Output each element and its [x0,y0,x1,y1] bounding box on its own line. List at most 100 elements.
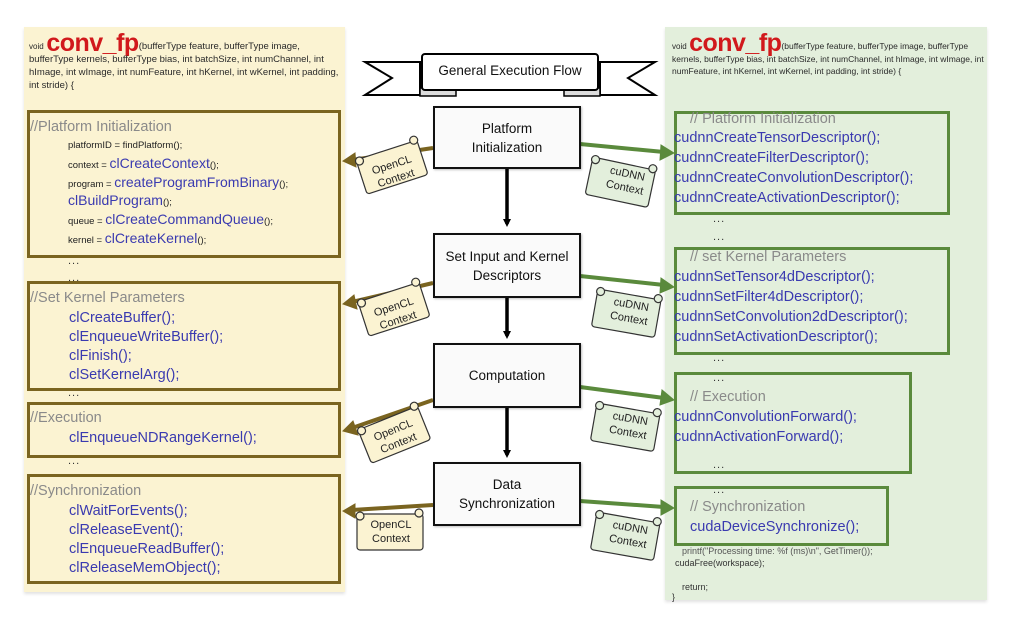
opencl-context-label: OpenCL Context [363,150,425,194]
ellipsis: ... [68,455,81,467]
code-text: (); [279,179,289,190]
cudnn-context-label: cuDNN Context [599,407,659,444]
api-call: cudnnSetFilter4dDescriptor(); [674,289,864,305]
step-label: Synchronization [458,496,556,511]
api-call: clReleaseMemObject(); [69,560,221,576]
api-call: cudnnSetActivationDescriptor(); [674,329,878,345]
code-text: (); [197,235,207,246]
api-call: cudnnActivationForward(); [674,429,844,445]
step-computation: Computation [433,343,581,408]
opencl-arrow [351,503,434,512]
banner-fold-left [419,87,457,97]
cudnn-platform-init-block [674,111,950,215]
banner-left-tail [361,61,421,96]
opencl-function-signature: void conv_fp(bufferType feature, bufferT… [29,31,341,92]
code-line: kernel = clCreateKernel(); [68,230,206,246]
cudnn-function-signature: void conv_fp(bufferType feature, bufferT… [672,31,987,77]
ellipsis: ... [713,231,726,243]
code-text: queue = [68,216,106,227]
opencl-execution-block [27,402,341,458]
cudnn-kernel-params-comment: // set Kernel Parameters [690,249,847,265]
cudnn-execution-comment: // Execution [690,389,766,405]
cudnn-arrow [579,499,665,509]
cudnn-code-panel: void conv_fp(bufferType feature, bufferT… [665,27,987,600]
step-data-synchronization: Data Synchronization [433,462,581,526]
code-line: printf("Processing time: %f (ms)\n", Get… [682,546,873,556]
api-call: clCreateCommandQueue [105,211,264,227]
code-text: (); [209,160,219,171]
step-set-input-kernel-descriptors: Set Input and Kernel Descriptors [433,233,581,298]
api-call: cudnnCreateTensorDescriptor(); [674,130,881,146]
api-call: clBuildProgram [68,192,163,208]
opencl-sync-block [27,474,341,584]
code-line: queue = clCreateCommandQueue(); [68,211,273,227]
code-text: program = [68,179,115,190]
opencl-code-panel: void conv_fp(bufferType feature, bufferT… [24,27,345,592]
void-keyword: void [29,42,44,51]
function-args: (bufferType feature, bufferType image, b… [29,41,339,91]
step-label: Initialization [471,139,543,155]
code-text: kernel = [68,235,105,246]
void-keyword: void [672,42,687,51]
function-args: (bufferType feature, bufferType image, b… [672,41,984,76]
cudnn-platform-comment: // Platform Initialization [690,111,836,127]
opencl-platform-comment: //Platform Initialization [30,119,172,135]
code-line: clBuildProgram(); [68,192,172,208]
banner-fold-right [563,87,601,97]
ellipsis: ... [713,372,726,384]
scroll-text: Context [372,533,410,545]
code-line: return; [682,582,709,592]
cudnn-context-label: cuDNN Context [599,516,659,553]
opencl-context-label: OpenCL Context [365,292,427,336]
ellipsis: ... [713,484,726,496]
ellipsis: ... [713,459,726,471]
opencl-context-label: OpenCL Context [362,518,420,546]
api-call: clEnqueueReadBuffer(); [69,541,225,557]
opencl-execution-comment: //Execution [30,410,102,426]
ellipsis: ... [68,387,81,399]
api-call: clSetKernelArg(); [69,367,180,383]
ellipsis: ... [68,272,81,284]
api-call: cudnnConvolutionForward(); [674,409,857,425]
cudnn-context-label: cuDNN Context [596,161,657,200]
api-call: createProgramFromBinary [114,174,280,190]
cudnn-context-label: cuDNN Context [600,293,660,330]
api-call: cudnnCreateFilterDescriptor(); [674,150,870,166]
scroll-text: OpenCL [370,519,412,531]
opencl-arrowhead [341,294,358,310]
banner-right-tail [599,61,659,96]
diagram-title: General Execution Flow [438,63,582,78]
api-call: clWaitForEvents(); [69,503,188,519]
closing-brace: } [672,592,676,602]
step-label: Platform [481,120,533,136]
cudnn-arrow [579,385,665,400]
step-label: Data [492,477,522,492]
api-call: cudnnCreateActivationDescriptor(); [674,190,900,206]
step-label: Descriptors [472,267,542,283]
step-label: Set Input and Kernel [445,248,569,264]
opencl-context-label: OpenCL Context [365,414,427,461]
code-text: (); [264,216,273,227]
opencl-kernel-params-block [27,281,341,391]
api-call: clCreateKernel [104,230,198,246]
ellipsis: ... [68,255,81,267]
code-line: context = clCreateContext(); [68,155,219,171]
opencl-platform-init-block [27,110,341,258]
api-call: cudnnSetTensor4dDescriptor(); [674,269,875,285]
step-label: Computation [468,368,546,383]
api-call: cudnnSetConvolution2dDescriptor(); [674,309,908,325]
cudnn-execution-block [674,372,912,474]
api-call: clReleaseEvent(); [69,522,184,538]
code-line: program = createProgramFromBinary(); [68,174,288,190]
cudnn-sync-block [674,486,889,546]
cudnn-arrow [579,142,665,154]
cudnn-sync-comment: // Synchronization [690,499,806,515]
api-call: clEnqueueNDRangeKernel(); [69,430,257,446]
cudnn-arrow [579,274,665,287]
api-call: clCreateContext [109,155,210,171]
opencl-arrowhead [342,420,359,436]
function-name: conv_fp [46,29,139,57]
function-name: conv_fp [689,29,782,57]
api-call: clFinish(); [69,348,132,364]
code-text: platformID = findPlatform(); [68,140,183,151]
